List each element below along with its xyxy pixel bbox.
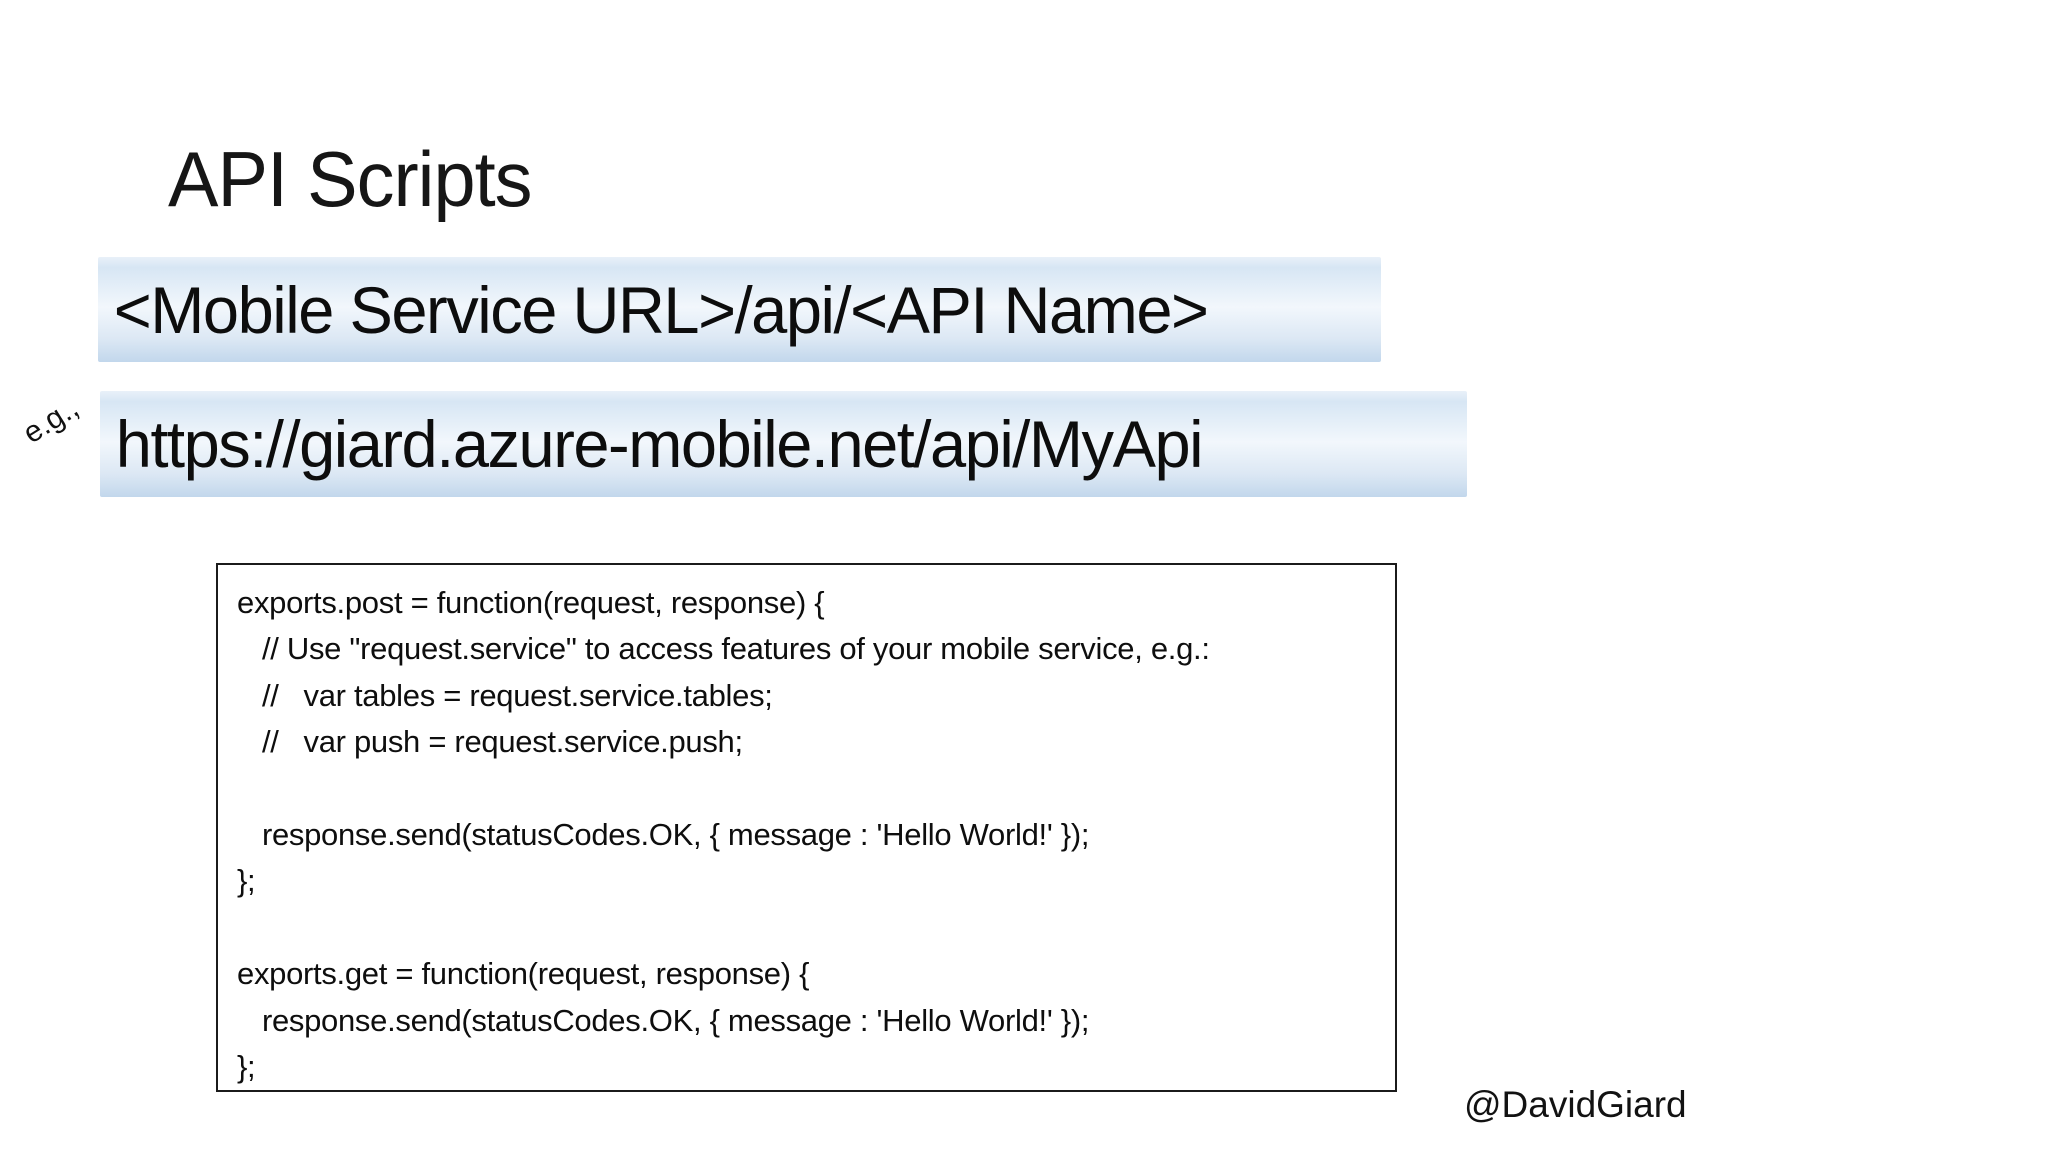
code-snippet-box: exports.post = function(request, respons… [216,563,1397,1092]
code-line: response.send(statusCodes.OK, { message … [237,1002,1090,1038]
eg-label: e.g., [17,391,85,451]
code-line: // Use "request.service" to access featu… [237,631,1210,667]
twitter-handle: @DavidGiard [1464,1084,1687,1125]
code-line: // var tables = request.service.tables; [237,677,773,713]
url-template-highlight: <Mobile Service URL>/api/<API Name> [98,257,1381,362]
code-line: }; [237,1048,256,1084]
code-line [237,905,1395,951]
url-template-text: <Mobile Service URL>/api/<API Name> [113,272,1209,347]
url-example-highlight: https://giard.azure-mobile.net/api/MyApi [100,391,1467,497]
code-line: response.send(statusCodes.OK, { message … [237,816,1090,852]
url-example-text: https://giard.azure-mobile.net/api/MyApi [115,407,1204,481]
code-line: exports.get = function(request, response… [237,956,810,992]
code-line: // var push = request.service.push; [237,724,743,760]
code-line: exports.post = function(request, respons… [237,585,825,620]
code-line: }; [237,863,256,899]
slide-title: API Scripts [168,135,533,223]
code-line [237,766,1395,812]
